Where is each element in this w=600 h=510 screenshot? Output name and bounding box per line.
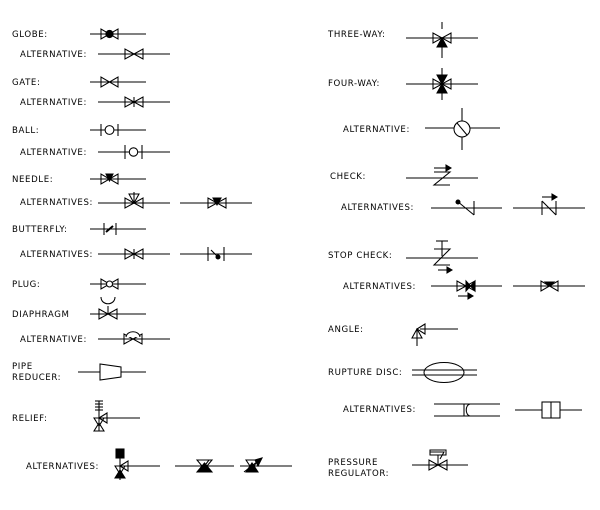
label-needle-alternatives: ALTERNATIVES:	[20, 198, 94, 208]
relief-alternative-symbol-3	[240, 457, 292, 473]
pipe-reducer-symbol	[78, 363, 146, 381]
ball-valve-symbol	[90, 124, 146, 136]
butterfly-valve-symbol	[90, 223, 146, 235]
label-four-way-alternative: ALTERNATIVE:	[343, 125, 410, 135]
label-stop-check-alternatives: ALTERNATIVES:	[343, 282, 417, 292]
needle-alternative-symbol-1	[98, 192, 170, 209]
label-needle: NEEDLE:	[12, 175, 54, 185]
label-three-way: THREE-WAY:	[328, 30, 386, 40]
label-check-alternatives: ALTERNATIVES:	[341, 203, 415, 213]
label-rupture-disc-alternatives: ALTERNATIVES:	[343, 405, 417, 415]
gate-valve-symbol	[90, 76, 146, 88]
globe-valve-symbol	[90, 28, 146, 40]
label-diaphragm-alternative: ALTERNATIVE:	[20, 335, 87, 345]
four-way-alternative-symbol	[425, 108, 500, 150]
rupture-disc-alternative-symbol-2	[515, 401, 582, 419]
relief-alternative-symbol-1	[114, 448, 160, 480]
label-four-way: FOUR-WAY:	[328, 79, 381, 89]
label-regulator: REGULATOR:	[328, 469, 390, 479]
stop-check-valve-symbol	[406, 240, 478, 274]
label-butterfly-alternatives: ALTERNATIVES:	[20, 250, 94, 260]
diaphragm-alternative-symbol	[98, 331, 170, 345]
label-stop-check: STOP CHECK:	[328, 251, 393, 261]
pressure-regulator-symbol	[412, 449, 468, 471]
label-butterfly: BUTTERFLY:	[12, 225, 68, 235]
globe-alternative-symbol	[98, 48, 170, 60]
label-ball: BALL:	[12, 126, 40, 136]
label-plug: PLUG:	[12, 280, 41, 290]
label-diaphragm: DIAPHRAGM	[12, 310, 70, 320]
diaphragm-valve-symbol	[90, 296, 146, 320]
plug-valve-symbol	[90, 278, 146, 290]
label-pipe: PIPE	[12, 362, 33, 372]
angle-valve-symbol	[411, 323, 458, 346]
gate-alternative-symbol	[98, 96, 170, 108]
label-gate-alternative: ALTERNATIVE:	[20, 98, 87, 108]
butterfly-alternative-symbol-2	[180, 247, 252, 261]
four-way-valve-symbol	[406, 68, 478, 100]
label-relief: RELIEF:	[12, 414, 48, 424]
stop-check-alternative-symbol-1	[431, 279, 502, 300]
relief-alternative-symbol-2	[175, 459, 234, 473]
label-globe-alternative: ALTERNATIVE:	[20, 50, 87, 60]
label-pressure: PRESSURE	[328, 458, 378, 468]
label-globe: GLOBE:	[12, 30, 48, 40]
three-way-valve-symbol	[406, 22, 478, 58]
check-alternative-symbol-2	[513, 193, 585, 216]
label-check: CHECK:	[330, 172, 367, 182]
stop-check-alternative-symbol-2	[513, 280, 585, 292]
label-reducer: REDUCER:	[12, 373, 62, 383]
check-valve-symbol	[406, 164, 478, 186]
label-ball-alternative: ALTERNATIVE:	[20, 148, 87, 158]
label-rupture-disc: RUPTURE DISC:	[328, 368, 403, 378]
label-relief-alternatives: ALTERNATIVES:	[26, 462, 100, 472]
ball-alternative-symbol	[98, 145, 170, 159]
needle-valve-symbol	[90, 173, 146, 185]
check-alternative-symbol-1	[431, 199, 502, 216]
label-angle: ANGLE:	[328, 325, 364, 335]
needle-alternative-symbol-2	[180, 197, 252, 209]
relief-valve-symbol	[93, 400, 140, 432]
label-gate: GATE:	[12, 78, 41, 88]
butterfly-alternative-symbol-1	[98, 248, 170, 260]
rupture-disc-alternative-symbol-1	[434, 403, 500, 417]
rupture-disc-symbol	[412, 361, 477, 384]
